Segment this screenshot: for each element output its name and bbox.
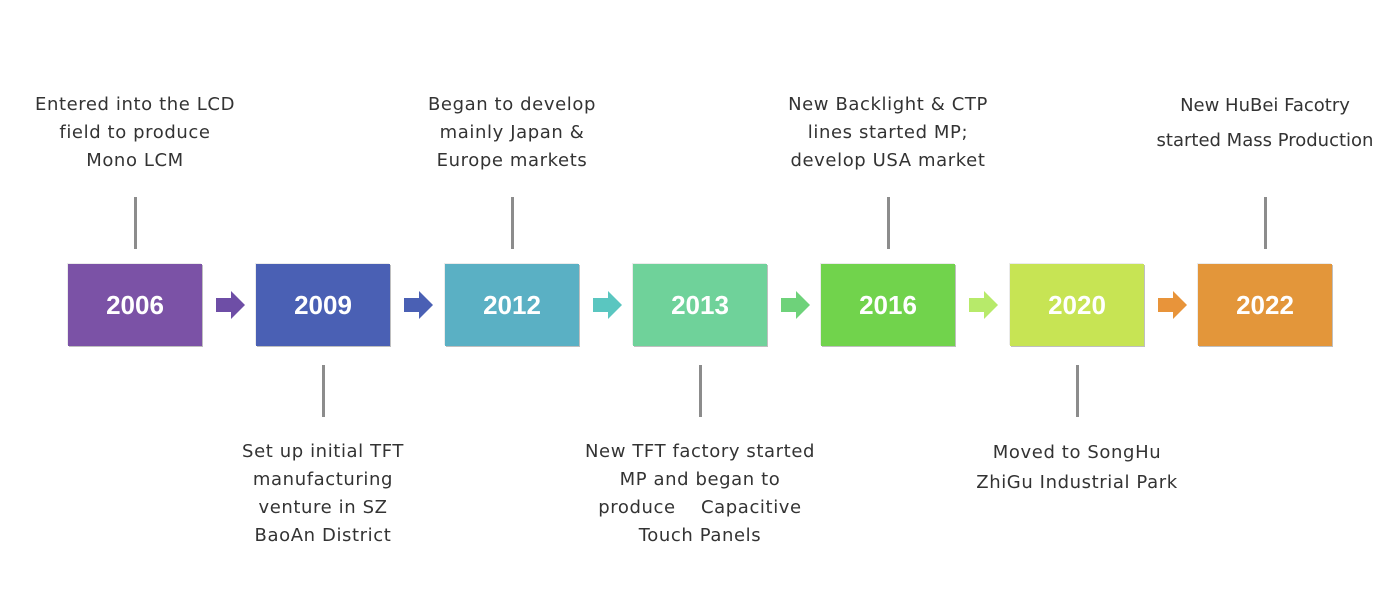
connector-line <box>133 197 137 249</box>
year-box-2022: 2022 <box>1198 264 1332 346</box>
milestone-description-2016: New Backlight & CTP lines started MP; deve… <box>748 91 1028 175</box>
year-label: 2022 <box>1236 289 1294 320</box>
arrow-right-icon <box>1158 291 1187 319</box>
year-box-2012: 2012 <box>445 264 579 346</box>
description-line: MP and began to <box>619 469 781 490</box>
description-line: BaoAn District <box>254 525 392 546</box>
description-line: lines started MP; <box>807 122 969 143</box>
year-box-2006: 2006 <box>68 264 202 346</box>
description-line: Began to develop <box>427 94 597 115</box>
description-line: New TFT factory started <box>584 441 816 462</box>
connector-line <box>321 365 325 417</box>
milestone-description-2022: New HuBei Facotry started Mass Production <box>1125 88 1400 158</box>
year-box-2020: 2020 <box>1010 264 1144 346</box>
connector-line <box>510 197 514 249</box>
year-box-2016: 2016 <box>821 264 955 346</box>
arrow-right-icon <box>969 291 998 319</box>
description-line: Entered into the LCD <box>34 94 236 115</box>
arrow-right-icon <box>593 291 622 319</box>
milestone-description-2012: Began to develop mainly Japan & Europe mar… <box>372 91 652 175</box>
description-line: Europe markets <box>436 150 588 171</box>
description-line: Touch Panels <box>638 525 762 546</box>
description-line: manufacturing <box>252 469 394 490</box>
connector-line <box>698 365 702 417</box>
description-line: Mono LCM <box>86 150 184 171</box>
year-box-2009: 2009 <box>256 264 390 346</box>
year-label: 2009 <box>294 289 352 320</box>
milestone-description-2009: Set up initial TFT manufacturing venture i… <box>183 438 463 550</box>
description-line: produce Capacitive <box>598 497 802 518</box>
description-line: field to produce <box>59 122 211 143</box>
description-line: mainly Japan & <box>439 122 585 143</box>
arrow-right-icon <box>216 291 245 319</box>
year-label: 2020 <box>1048 289 1106 320</box>
description-line: venture in SZ <box>258 497 388 518</box>
connector-line <box>886 197 890 249</box>
description-line: ZhiGu Industrial Park <box>976 472 1178 493</box>
year-label: 2006 <box>106 289 164 320</box>
description-line: started Mass Production <box>1156 130 1374 151</box>
connector-line <box>1075 365 1079 417</box>
description-line: New Backlight & CTP <box>788 94 988 115</box>
year-box-2013: 2013 <box>633 264 767 346</box>
year-label: 2012 <box>483 289 541 320</box>
milestone-description-2013: New TFT factory started MP and began to pr… <box>560 438 840 550</box>
arrow-right-icon <box>781 291 810 319</box>
description-line: New HuBei Facotry <box>1180 95 1350 116</box>
description-line: Set up initial TFT <box>242 441 404 462</box>
arrow-right-icon <box>404 291 433 319</box>
connector-line <box>1263 197 1267 249</box>
description-line: develop USA market <box>790 150 986 171</box>
year-label: 2016 <box>859 289 917 320</box>
description-line: Moved to SongHu <box>992 442 1162 463</box>
year-label: 2013 <box>671 289 729 320</box>
